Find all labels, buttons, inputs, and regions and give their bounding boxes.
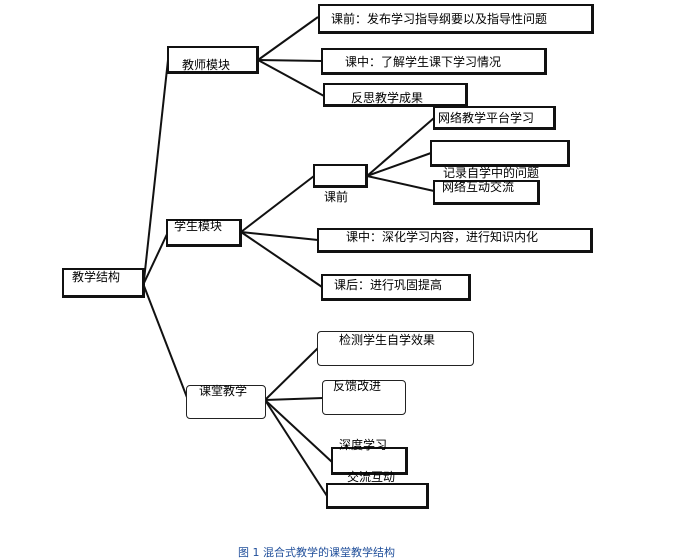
node-s-platform-box — [433, 106, 556, 130]
node-t-before-label: 课前：发布学习指导纲要以及指导性问题 — [331, 12, 548, 26]
edge-classroom-exchange — [264, 399, 328, 497]
node-s-record-label: 记录自学中的问题 — [443, 166, 540, 180]
node-s-before-box — [313, 164, 368, 188]
node-t-during-box — [321, 48, 547, 75]
edge-root-student — [143, 231, 169, 284]
node-t-reflect-box — [323, 83, 468, 107]
node-s-record-box — [430, 140, 570, 167]
node-c-check-label: 检测学生自学效果 — [339, 333, 436, 347]
edge-teacher-tduring — [257, 59, 323, 62]
node-classroom-box — [186, 385, 266, 419]
node-t-during-label: 课中：了解学生课下学习情况 — [345, 55, 502, 69]
node-c-deep-box — [331, 447, 408, 475]
node-student-label: 学生模块 — [174, 219, 223, 233]
edge-sbefore-platform — [366, 117, 435, 177]
edge-student-sduring — [240, 231, 319, 241]
edge-root-teacher — [143, 59, 169, 281]
node-s-after-box — [321, 274, 471, 301]
edge-sbefore-record — [366, 152, 432, 177]
node-teacher-label: 教师模块 — [182, 58, 231, 72]
edge-sbefore-interact — [366, 175, 435, 192]
node-classroom-label: 课堂教学 — [199, 384, 248, 398]
node-root-label: 教学结构 — [72, 270, 121, 284]
node-s-before-label: 课前 — [324, 190, 349, 204]
edge-classroom-check — [264, 347, 319, 401]
node-s-during-label: 课中：深化学习内容，进行知识内化 — [346, 230, 539, 244]
node-c-check-box — [317, 331, 474, 366]
node-root-box — [62, 268, 145, 298]
node-s-interact-box — [433, 180, 540, 205]
edge-teacher-tbefore — [257, 16, 319, 61]
node-s-interact-label: 网络互动交流 — [442, 180, 515, 194]
node-s-during-box — [317, 228, 593, 253]
edge-root-classroom — [143, 285, 189, 401]
edge-student-sbefore — [240, 175, 315, 233]
node-c-exchange-label: 交流互动 — [347, 470, 396, 484]
node-c-deep-label: 深度学习 — [339, 438, 388, 452]
edge-classroom-feedback — [264, 397, 324, 401]
node-t-before-box — [318, 4, 594, 34]
node-teacher-box — [167, 46, 259, 74]
edge-classroom-deep — [264, 399, 333, 463]
node-t-reflect-label: 反思教学成果 — [351, 91, 424, 105]
node-student-box — [166, 219, 242, 247]
edge-student-safter — [240, 231, 323, 288]
node-c-exchange-box — [326, 483, 429, 509]
figure-caption: 图 1 混合式教学的课堂教学结构 — [238, 546, 395, 559]
node-c-feedback-box — [322, 380, 406, 415]
edge-teacher-treflect — [257, 59, 325, 97]
node-s-platform-label: 网络教学平台学习 — [438, 111, 535, 125]
node-c-feedback-label: 反馈改进 — [333, 379, 382, 393]
node-s-after-label: 课后：进行巩固提高 — [334, 278, 443, 292]
